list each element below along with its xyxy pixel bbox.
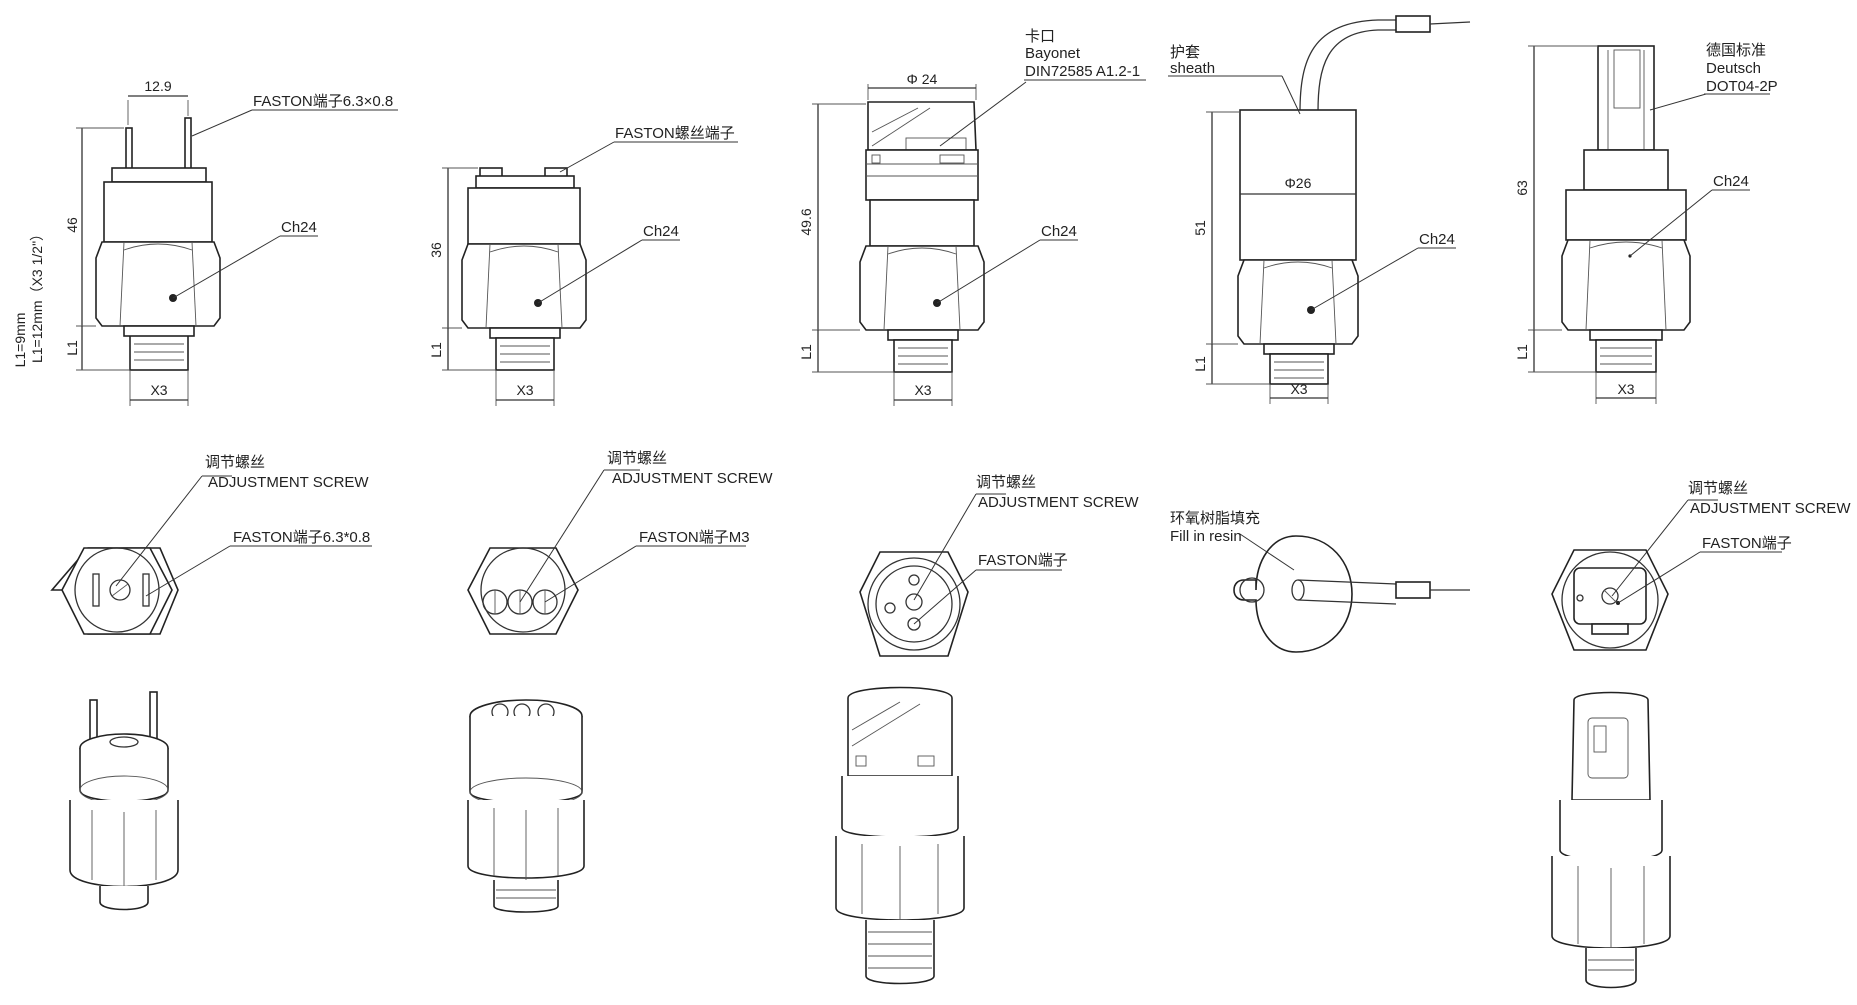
terminal-label: FASTON螺丝端子 <box>615 125 735 142</box>
bottom-view-2: 调节螺丝 ADJUSTMENT SCREW FASTON端子M3 <box>467 450 773 635</box>
height-dim: 51 <box>1192 220 1208 236</box>
side-note-l1-12: L1=12mm（X3 1/2"） <box>29 227 45 363</box>
terminal-label: FASTON端子6.3×0.8 <box>253 93 393 110</box>
iso-view-1 <box>69 691 179 911</box>
height-dim: 46 <box>64 217 80 233</box>
thread-dim: X3 <box>1290 381 1307 397</box>
bottom-line2: ADJUSTMENT SCREW <box>978 494 1139 511</box>
bottom-terminal: FASTON端子6.3*0.8 <box>233 529 370 546</box>
view-2-faston-screw: 36 L1 X3 FASTON螺丝端子 Ch24 <box>428 125 738 406</box>
connector-cn: 德国标准 <box>1706 41 1766 59</box>
thread-dim: X3 <box>1617 381 1634 397</box>
bottom-terminal: FASTON端子 <box>978 552 1068 569</box>
bottom-line2: Fill in resin <box>1170 528 1242 545</box>
bottom-view-4: 环氧树脂填充 Fill in resin <box>1170 510 1470 653</box>
bottom-terminal: FASTON端子M3 <box>639 529 750 546</box>
connector-std: DIN72585 A1.2-1 <box>1025 63 1140 80</box>
view-3-bayonet: Φ 24 49.6 L1 X3 卡口 Bayonet DIN72585 A1.2… <box>798 28 1146 406</box>
view-4-cable-sheath: Φ26 51 L1 X3 护套 sheath Ch24 <box>1168 15 1471 404</box>
bottom-terminal: FASTON端子 <box>1702 535 1792 552</box>
bottom-line1: 调节螺丝 <box>1688 480 1748 497</box>
height-dim: 63 <box>1514 180 1530 196</box>
bottom-line1: 调节螺丝 <box>607 450 667 467</box>
view-1-faston-6.3: 12.9 46 L1 X3 L1=9mm L1=12mm（X3 1/2"） FA… <box>12 78 398 406</box>
hex-label: Ch24 <box>1419 231 1455 248</box>
l1-dim: L1 <box>798 344 814 360</box>
diameter-dim: Φ 24 <box>907 71 938 87</box>
iso-view-2 <box>467 699 585 913</box>
bottom-view-5: 调节螺丝 ADJUSTMENT SCREW FASTON端子 <box>1551 480 1851 651</box>
thread-dim: X3 <box>150 382 167 398</box>
bottom-view-1: 调节螺丝 ADJUSTMENT SCREW FASTON端子6.3*0.8 <box>50 454 372 635</box>
connector-en: Deutsch <box>1706 60 1761 77</box>
height-dim: 36 <box>428 242 444 258</box>
height-dim: 49.6 <box>798 208 814 235</box>
sheath-en: sheath <box>1170 60 1215 77</box>
bottom-line1: 调节螺丝 <box>976 474 1036 491</box>
side-note-l1-9: L1=9mm <box>12 313 28 368</box>
bottom-line1: 调节螺丝 <box>205 454 265 471</box>
hex-label: Ch24 <box>281 219 317 236</box>
connector-en: Bayonet <box>1025 45 1081 62</box>
hex-label: Ch24 <box>1041 223 1077 240</box>
l1-dim: L1 <box>64 340 80 356</box>
l1-dim: L1 <box>1514 344 1530 360</box>
hex-label: Ch24 <box>1713 173 1749 190</box>
bottom-view-3: 调节螺丝 ADJUSTMENT SCREW FASTON端子 <box>859 474 1139 657</box>
view-5-deutsch: 63 L1 X3 德国标准 Deutsch DOT04-2P Ch24 <box>1514 41 1778 404</box>
bottom-line2: ADJUSTMENT SCREW <box>1690 500 1851 517</box>
bottom-line2: ADJUSTMENT SCREW <box>208 474 369 491</box>
width-dim: 12.9 <box>144 78 171 94</box>
l1-dim: L1 <box>1192 356 1208 372</box>
connector-std: DOT04-2P <box>1706 78 1778 95</box>
iso-view-3 <box>835 686 965 985</box>
l1-dim: L1 <box>428 342 444 358</box>
sheath-cn: 护套 <box>1170 44 1200 61</box>
hex-label: Ch24 <box>643 223 679 240</box>
diameter-dim: Φ26 <box>1285 175 1312 191</box>
thread-dim: X3 <box>516 382 533 398</box>
bottom-line2: ADJUSTMENT SCREW <box>612 470 773 487</box>
connector-cn: 卡口 <box>1025 28 1055 45</box>
bottom-line1: 环氧树脂填充 <box>1170 510 1260 527</box>
iso-view-5 <box>1551 691 1671 989</box>
thread-dim: X3 <box>914 382 931 398</box>
